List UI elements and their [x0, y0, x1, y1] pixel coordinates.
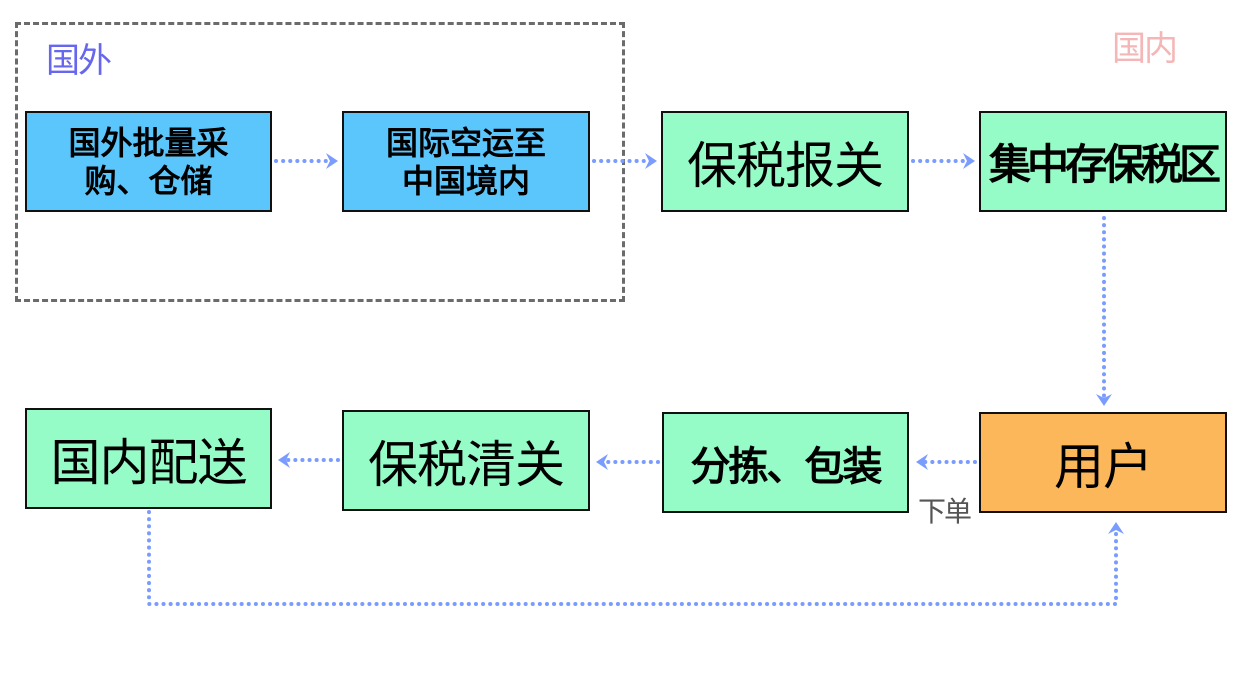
edge-airfreight-to-declaration — [592, 153, 657, 169]
arrowhead-icon — [1108, 522, 1124, 534]
arrowhead-icon — [645, 153, 657, 169]
arrowhead-icon — [916, 454, 928, 470]
node-air-freight-line1: 国际空运至 — [385, 123, 546, 162]
edge-sortpack-to-clearance — [596, 454, 660, 470]
node-bonded-declaration-label: 保税报关 — [687, 136, 884, 195]
node-overseas-purchase-line2: 购、仓储 — [84, 161, 213, 200]
node-air-freight[interactable]: 国际空运至 中国境内 — [342, 111, 590, 212]
arrowhead-icon — [326, 153, 338, 169]
node-user-label: 用户 — [1054, 437, 1153, 496]
node-bonded-clearance[interactable]: 保税清关 — [342, 410, 590, 511]
node-bonded-storage-label: 集中存保税区 — [988, 140, 1221, 189]
edge-delivery-to-user — [147, 510, 1124, 606]
edge-purchase-to-airfreight — [274, 153, 338, 169]
node-overseas-purchase[interactable]: 国外批量采 购、仓储 — [25, 111, 272, 212]
node-overseas-purchase-line1: 国外批量采 — [68, 123, 229, 162]
overseas-region-label: 国外 — [46, 41, 112, 81]
edge-declaration-to-storage — [911, 153, 975, 169]
node-bonded-storage[interactable]: 集中存保税区 — [979, 111, 1227, 212]
node-bonded-declaration[interactable]: 保税报关 — [661, 111, 909, 212]
node-sort-pack-label: 分拣、包装 — [690, 443, 883, 490]
edge-clearance-to-delivery — [278, 452, 340, 468]
edge-user-to-sortpack — [916, 454, 977, 470]
domestic-region-label: 国内 — [1112, 29, 1178, 69]
edge-delivery-to-user-line — [147, 510, 1118, 606]
node-sort-pack[interactable]: 分拣、包装 — [662, 412, 909, 513]
node-domestic-delivery[interactable]: 国内配送 — [25, 408, 272, 509]
node-air-freight-line2: 中国境内 — [401, 161, 530, 200]
node-domestic-delivery-label: 国内配送 — [50, 433, 248, 492]
arrowhead-icon — [278, 452, 290, 468]
node-bonded-clearance-label: 保税清关 — [368, 435, 565, 494]
node-user[interactable]: 用户 — [979, 412, 1227, 513]
arrowhead-icon — [1096, 394, 1112, 406]
edge-label-place-order: 下单 — [918, 495, 972, 528]
arrowhead-icon — [963, 153, 975, 169]
edge-storage-to-user — [1096, 216, 1112, 406]
arrowhead-icon — [596, 454, 608, 470]
